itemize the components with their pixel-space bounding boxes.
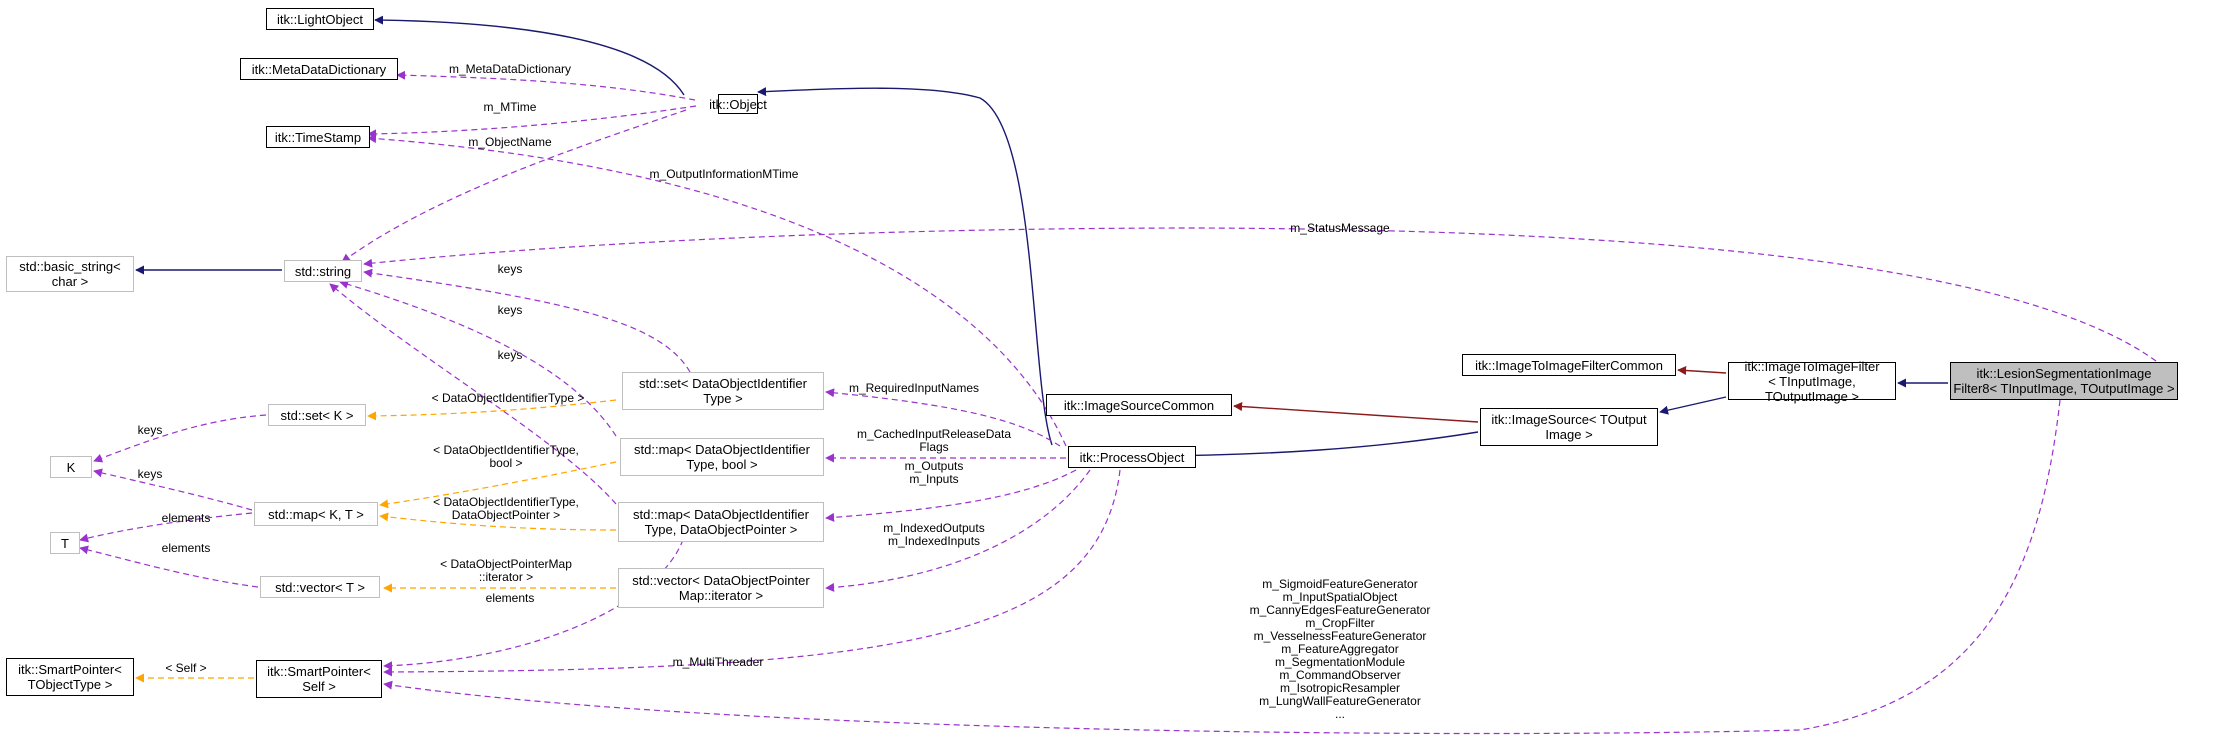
edge-processobject-vectordop [825, 469, 1091, 592]
label-m-status-message: m_StatusMessage [1290, 221, 1390, 235]
edge-lesion-string [363, 227, 2157, 362]
edge-mapkt-t [79, 512, 253, 543]
edge-processobject-to-object [757, 87, 1053, 446]
label-did-type-dop: < DataObjectIdentifierType, DataObjectPo… [433, 495, 579, 522]
node-string[interactable]: std::string [284, 260, 362, 282]
node-image-to-image-filter-common[interactable]: itk::ImageToImageFilterCommon [1462, 354, 1676, 376]
node-time-stamp[interactable]: itk::TimeStamp [266, 126, 370, 148]
label-elements-2: elements [161, 541, 211, 555]
node-set-did[interactable]: std::set< DataObjectIdentifier Type > [622, 372, 824, 410]
node-map-kt[interactable]: std::map< K, T > [254, 502, 378, 526]
edge-mapbool-mapkt [379, 461, 617, 509]
node-basic-string[interactable]: std::basic_string< char > [6, 256, 134, 292]
node-object[interactable]: itk::Object [709, 94, 767, 114]
node-set-k[interactable]: std::set< K > [268, 404, 366, 426]
label-m-required-input-names: m_RequiredInputNames [848, 381, 980, 395]
edge-setdid-string [363, 268, 691, 373]
edge-object-string [341, 109, 687, 263]
node-k[interactable]: K [50, 456, 92, 478]
label-m-indexed-outputs-inputs: m_IndexedOutputs m_IndexedInputs [883, 521, 985, 548]
label-keys-3: keys [497, 348, 523, 362]
label-keys-4: keys [137, 423, 163, 437]
label-did-type-bool: < DataObjectIdentifierType, bool > [433, 443, 579, 470]
edge-mapdop-string [329, 283, 617, 505]
label-lesion-members: m_SigmoidFeatureGenerator m_InputSpatial… [1249, 577, 1431, 721]
edge-mapkt-k [93, 468, 253, 511]
label-elements-1: elements [161, 511, 211, 525]
edge-processobject-smartpointer [383, 469, 1121, 677]
node-t[interactable]: T [50, 532, 80, 554]
edge-processobject-mapdop [825, 469, 1077, 522]
node-process-object[interactable]: itk::ProcessObject [1068, 446, 1196, 468]
label-m-multi-threader: m_MultiThreader [672, 655, 764, 669]
label-did-type: < DataObjectIdentifierType > [431, 391, 585, 405]
label-keys-1: keys [497, 262, 523, 276]
label-m-mtime: m_MTime [483, 100, 537, 114]
edge-processobject-timestamp [367, 134, 1067, 447]
edge-object-to-lightobject [374, 15, 685, 96]
edge-mapdop-smartpointer [383, 529, 687, 671]
node-image-to-image-filter[interactable]: itk::ImageToImageFilter < TInputImage, T… [1728, 359, 1896, 404]
node-metadata-dictionary[interactable]: itk::MetaDataDictionary [240, 58, 398, 80]
label-m-outputs-inputs: m_Outputs m_Inputs [904, 459, 964, 486]
edge-mapbool-string [339, 280, 617, 437]
label-m-metadata-dictionary: m_MetaDataDictionary [448, 62, 572, 76]
label-m-object-name: m_ObjectName [468, 135, 552, 149]
edge-imagetoimagefilter-to-imagetoimagefiltercommon [1677, 366, 1727, 375]
edge-setk-k [93, 414, 267, 463]
label-dop-map-iterator: < DataObjectPointerMap ::iterator > [440, 557, 572, 584]
node-smartpointer-self[interactable]: itk::SmartPointer< Self > [256, 660, 382, 698]
edge-object-metadatadictionary [396, 70, 696, 101]
label-elements-3: elements [485, 591, 535, 605]
node-image-source-common[interactable]: itk::ImageSourceCommon [1046, 394, 1232, 416]
edge-lesion-smartpointer [383, 399, 2061, 735]
edge-object-timestamp [367, 105, 697, 139]
edge-setdid-setk [367, 399, 617, 421]
edge-mapdop-mapkt [379, 512, 617, 531]
node-lesion-segmentation-filter[interactable]: itk::LesionSegmentationImage Filter8< TI… [1950, 362, 2178, 400]
label-self: < Self > [165, 661, 207, 675]
node-light-object[interactable]: itk::LightObject [266, 8, 374, 30]
label-keys-5: keys [137, 467, 163, 481]
edge-vectort-t [79, 545, 259, 588]
node-smartpointer-tobjecttype[interactable]: itk::SmartPointer< TObjectType > [6, 658, 134, 696]
edge-imagesource-to-imagesourcecommon [1233, 402, 1479, 423]
label-m-output-information-mtime: m_OutputInformationMTime [649, 167, 799, 181]
node-image-source[interactable]: itk::ImageSource< TOutput Image > [1480, 408, 1658, 446]
node-map-dop[interactable]: std::map< DataObjectIdentifier Type, Dat… [618, 502, 824, 542]
node-map-bool[interactable]: std::map< DataObjectIdentifier Type, boo… [620, 438, 824, 476]
edge-imagetoimagefilter-to-imagesource [1659, 396, 1727, 415]
label-m-cached-input-release-data-flags: m_CachedInputReleaseData Flags [856, 427, 1012, 454]
node-vector-dop[interactable]: std::vector< DataObjectPointer Map::iter… [618, 568, 824, 608]
label-keys-2: keys [497, 303, 523, 317]
node-vector-t[interactable]: std::vector< T > [260, 576, 380, 598]
edge-processobject-setdid [825, 388, 1061, 447]
